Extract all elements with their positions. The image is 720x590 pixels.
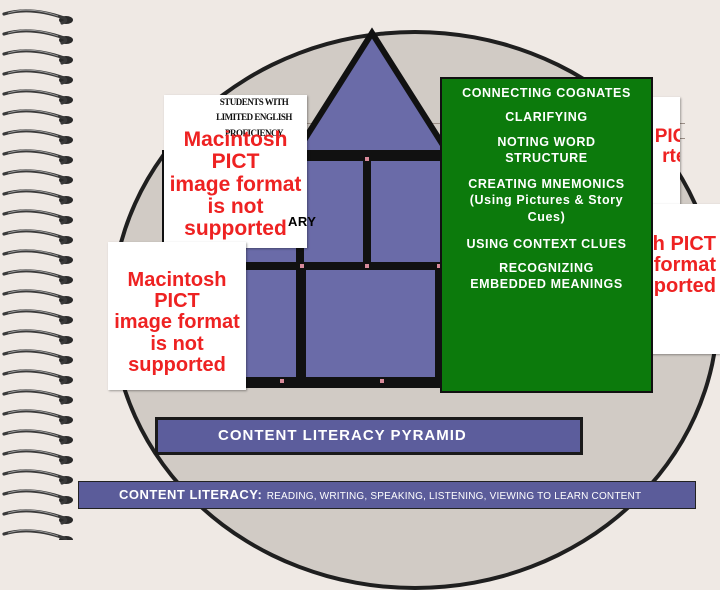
spiral-ring	[2, 29, 73, 45]
pyramid-pillar	[296, 153, 304, 385]
spiral-ring	[2, 389, 73, 405]
joint-dot	[380, 379, 384, 383]
spiral-ring	[2, 449, 73, 465]
pyramid-pillar	[435, 270, 443, 377]
pict-unsupported-text: Macintosh PICT image format is not suppo…	[114, 269, 240, 376]
joint-dot	[437, 264, 441, 268]
pyramid-pillar	[298, 270, 306, 377]
spiral-ring	[2, 9, 73, 25]
pict-image-placeholder: STUDENTS WITH LIMITED ENGLISH PROFICIENC…	[164, 95, 307, 248]
joint-dot	[365, 157, 369, 161]
spiral-ring	[2, 69, 73, 85]
pict-unsupported-text: Macintosh PICT image format is not suppo…	[169, 128, 302, 240]
content-literacy-definition: CONTENT LITERACY: READING, WRITING, SPEA…	[78, 481, 696, 509]
spiral-ring	[2, 469, 73, 485]
spiral-ring	[2, 249, 73, 265]
pyramid-roof	[290, 27, 454, 156]
spiral-ring	[2, 509, 73, 525]
strategy-connecting-cognates: CONNECTING COGNATES	[462, 86, 631, 100]
pict-image-placeholder: ntosh PICT format supported	[640, 204, 720, 354]
spiral-ring	[2, 89, 73, 105]
spiral-ring	[2, 169, 73, 185]
strategy-creating-mnemonics: CREATING MNEMONICS (Using Pictures & Sto…	[468, 177, 625, 224]
spiral-ring	[2, 369, 73, 385]
spiral-ring	[2, 49, 73, 65]
spiral-ring	[2, 189, 73, 205]
spiral-ring	[2, 309, 73, 325]
joint-dot	[300, 264, 304, 268]
pyramid-shelf	[165, 377, 563, 385]
spiral-ring	[2, 229, 73, 245]
pict-partial-text: PICT rted	[654, 126, 680, 168]
spiral-ring	[2, 329, 73, 345]
pyramid-pillar	[363, 161, 371, 262]
joint-dot	[280, 379, 284, 383]
spiral-ring	[2, 129, 73, 145]
pyramid-title: CONTENT LITERACY PYRAMID	[155, 417, 583, 455]
students-label: STUDENTS WITH LIMITED ENGLISH PROFICIENC…	[216, 97, 292, 138]
spiral-ring	[2, 289, 73, 305]
pyramid-shelf	[165, 153, 563, 161]
spiral-ring	[2, 349, 73, 365]
spiral-binding	[2, 9, 73, 540]
spiral-ring	[2, 109, 73, 125]
joint-dot	[365, 264, 369, 268]
strategy-recognizing-embedded-meanings: RECOGNIZING EMBEDDED MEANINGS	[470, 261, 623, 292]
strategy-clarifying: CLARIFYING	[505, 110, 588, 124]
definition-term: CONTENT LITERACY:	[119, 487, 263, 502]
pyramid-shelf	[165, 262, 563, 270]
spiral-ring	[2, 529, 73, 540]
spiral-ring	[2, 409, 73, 425]
spiral-ring	[2, 489, 73, 505]
definition-text: READING, WRITING, SPEAKING, LISTENING, V…	[266, 491, 642, 502]
strategy-noting-word-structure: NOTING WORD STRUCTURE	[497, 135, 596, 166]
spiral-ring	[2, 429, 73, 445]
spiral-ring	[2, 149, 73, 165]
strategy-using-context-clues: USING CONTEXT CLUES	[466, 237, 627, 251]
spiral-ring	[2, 269, 73, 285]
vocabulary-fragment: ARY	[288, 214, 317, 229]
pict-image-placeholder: Macintosh PICT image format is not suppo…	[108, 242, 246, 390]
spiral-ring	[2, 209, 73, 225]
vocabulary-strategies-panel: CONNECTING COGNATES CLARIFYING NOTING WO…	[440, 77, 653, 393]
